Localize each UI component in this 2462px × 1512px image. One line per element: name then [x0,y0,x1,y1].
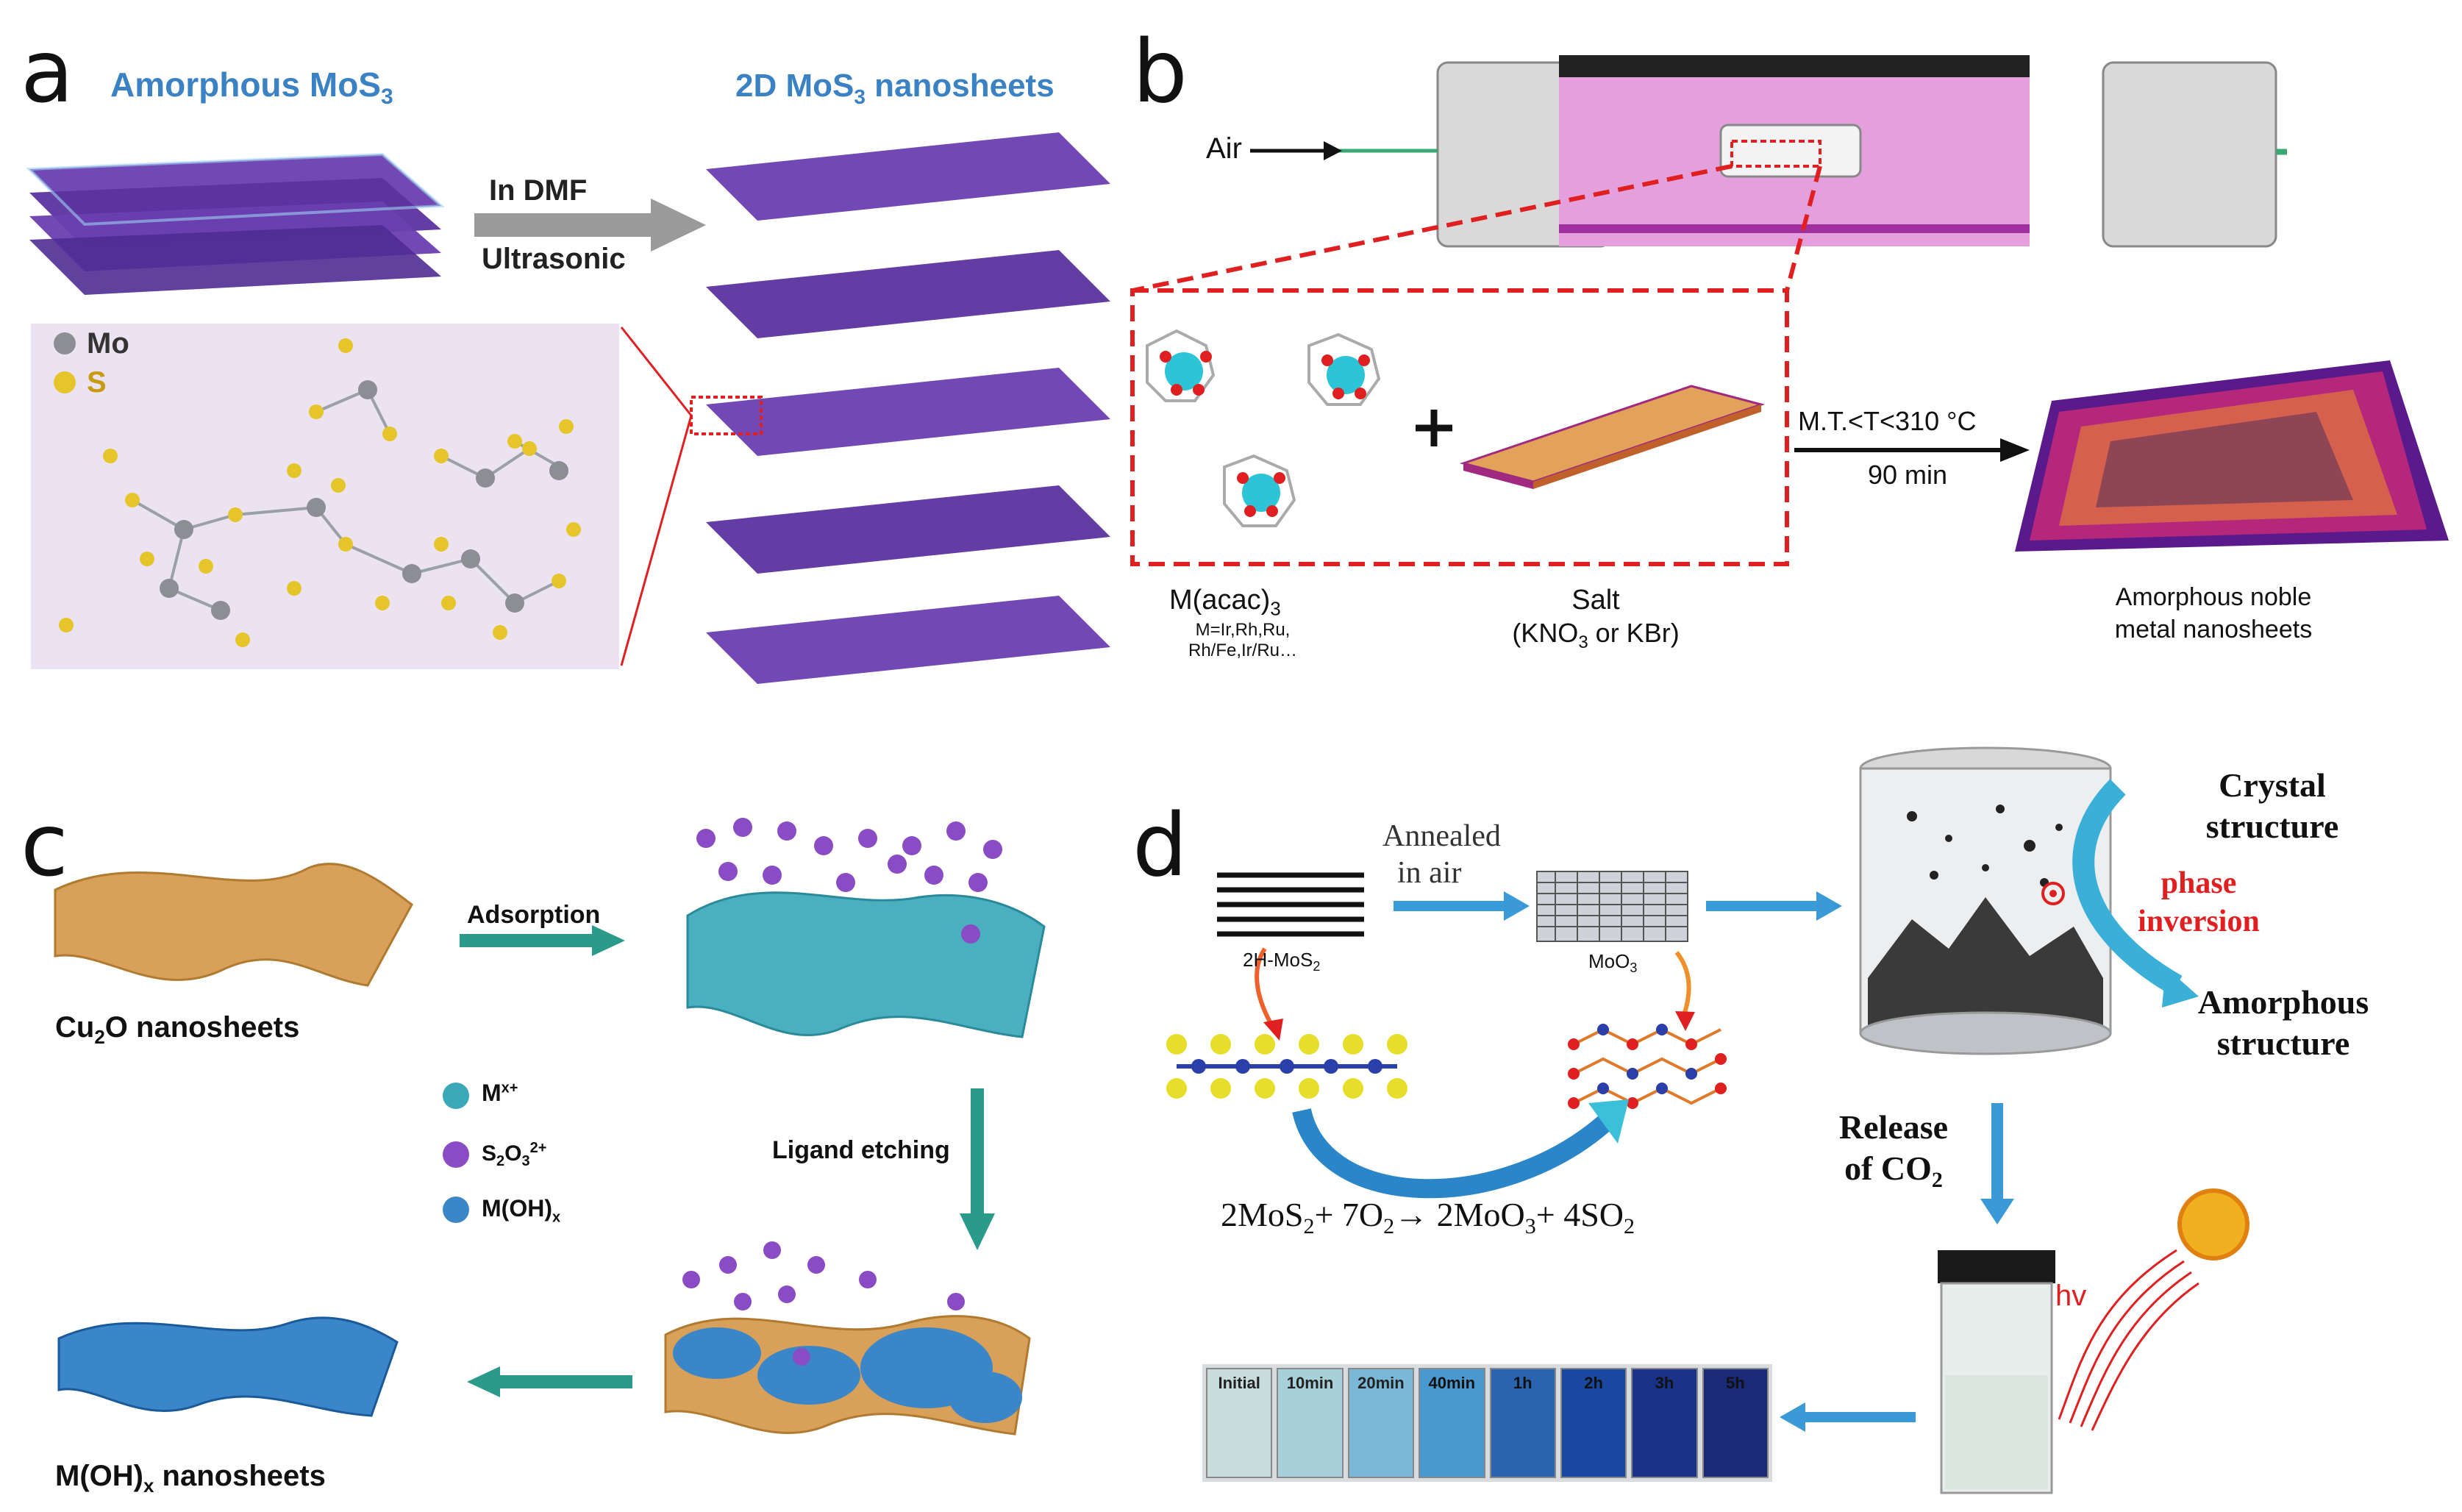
boat-zoom-box [1730,140,1821,168]
reaction-arrow [1794,438,2030,462]
panel-a-letter: a [21,21,74,122]
vial-item: 20min [1347,1368,1415,1478]
precursor-label: M(acac)3 [1169,585,1281,620]
ligand-etching-label: Ligand etching [772,1136,950,1164]
legend-moh-dot [443,1197,469,1223]
panel-d-letter: d [1132,794,1188,896]
precursor-note: M=Ir,Rh,Ru,Rh/Fe,Ir/Ru… [1188,620,1298,660]
reaction-curve-arrow [1292,1108,1617,1199]
co2-bubbles [1907,805,2063,887]
to-vials-arrow [1780,1402,1916,1432]
dmf-arrow [474,199,706,252]
cu2o-sheet [54,863,413,987]
moo3-atoms [1597,1024,1697,1094]
sun-icon [2177,1188,2249,1260]
moo3-orange-arrow [1674,951,1691,1016]
mos3-nanosheets-title: 2D MoS3 nanosheets [735,68,1055,108]
s-legend-dot [54,371,76,393]
dashed-zoom [1130,164,1822,566]
time-label: 90 min [1868,460,1948,490]
legend-moh-label: M(OH)x [482,1195,561,1226]
legend-s2o3-label: S2O32+ [482,1140,547,1169]
mos2-label: 2H-MoS2 [1243,949,1321,974]
in-dmf-label: In DMF [489,174,588,207]
vial [1938,1250,2055,1494]
s-atoms [59,338,581,647]
moo3-structure [1573,1027,1721,1105]
panel-b-letter: b [1132,21,1188,122]
vial-series: Initial 10min 20min 40min 1h 2h 3h 5h [1206,1368,1769,1478]
moh-sheet [57,1316,399,1417]
target-icon [2041,882,2065,905]
moo3-grid [1536,871,1688,942]
salt-detail: (KNO3 or KBr) [1512,618,1680,653]
anneal-arrow [1394,891,1530,921]
vial-item: Initial [1206,1368,1273,1478]
air-label: Air [1206,132,1242,165]
air-arrow [1250,141,1342,160]
legend-m-dot [443,1083,469,1109]
amorphous-nanosheet-product [2015,360,2449,552]
salt-label: Salt [1571,585,1620,616]
moo3-oxygens [1568,1038,1727,1109]
light-rays [2058,1249,2199,1431]
condition-label: M.T.<T<310 °C [1798,406,1977,436]
moo3-label: MoO3 [1588,950,1638,976]
s2o3-ions-bottom [682,1241,965,1366]
vial-item: 10min [1277,1368,1344,1478]
ligand-oxygens [1160,351,1370,517]
mos2-orange-arrow [1255,947,1274,1027]
vial-item: 3h [1631,1368,1698,1478]
mo-atoms [160,380,568,620]
mos3-nanosheets [706,132,1110,684]
adsorption-arrow [460,925,625,956]
mo-legend-label: Mo [87,327,129,360]
hv-label: hv [2055,1280,2087,1312]
vial-item: 5h [1702,1368,1769,1478]
to-beaker-arrow [1706,891,1842,921]
mos2-layers [1217,872,1364,937]
mo-legend-dot [54,332,76,354]
legend-s2o3-dot [443,1141,469,1168]
hydroxide-clusters [673,1327,1022,1423]
vial-item: 1h [1489,1368,1556,1478]
etching-arrow [960,1088,995,1250]
vial-item: 40min [1419,1368,1485,1478]
tube-furnace [1338,55,2287,248]
zoom-line-bottom [620,415,693,666]
beaker [1859,746,2112,1055]
amorphous-mos3-title: Amorphous MoS3 [110,65,393,110]
ultrasonic-label: Ultrasonic [482,243,626,275]
plus-sign [1416,410,1452,446]
reaction-equation: 2MoS2+ 7O2→ 2MoO3+ 4SO2 [1221,1196,1635,1239]
adsorbed-sheet [686,891,1046,1038]
s-legend-label: S [87,366,107,399]
release-arrow [1980,1103,2014,1224]
zoom-line-top [620,327,693,416]
salt-lattice [1459,385,1766,489]
adsorption-label: Adsorption [467,901,601,929]
phase-arrow [2072,779,2183,996]
s2o3-ions-top [696,818,1002,944]
amorphous-mos3-stack [26,152,446,295]
vial-item: 2h [1560,1368,1627,1478]
boat [1719,124,1862,178]
cu2o-label: Cu2O nanosheets [55,1011,300,1048]
macac-molecules [1165,352,1365,512]
final-arrow [467,1366,632,1397]
mos2-structure [1166,1034,1407,1099]
legend-m-label: Mx+ [482,1080,518,1106]
moh-label: M(OH)x nanosheets [55,1460,326,1497]
panel-c-letter: c [21,794,68,896]
